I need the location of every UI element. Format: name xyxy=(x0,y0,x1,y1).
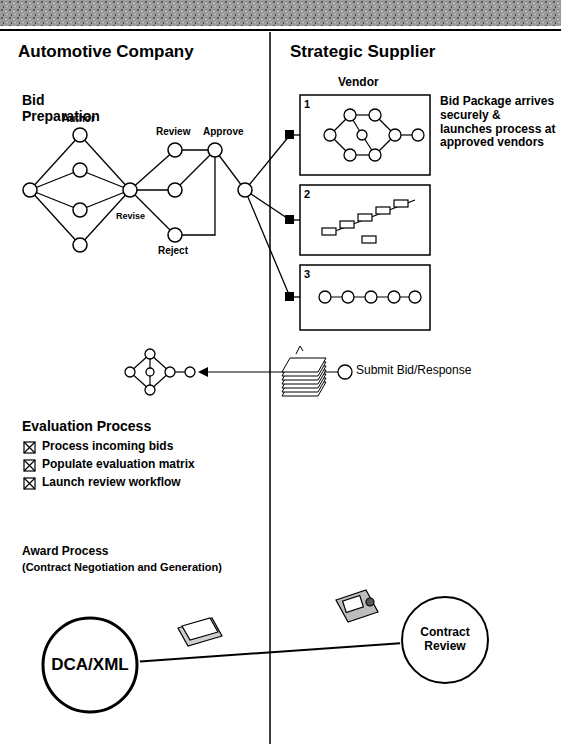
node-text: DCA/XML xyxy=(51,655,128,675)
step-label: Author xyxy=(62,113,95,125)
checklist-item: Launch review workflow xyxy=(42,476,181,490)
step-label: Revise xyxy=(116,211,145,221)
step-label: Approve xyxy=(203,126,244,138)
party-heading: Automotive Company xyxy=(18,42,194,62)
checklist-item: Process incoming bids xyxy=(42,440,173,454)
vendor-label: Vendor xyxy=(338,76,379,90)
phase-heading: Award Process xyxy=(22,545,109,559)
checklist-item: Populate evaluation matrix xyxy=(42,458,195,472)
connector xyxy=(140,643,400,661)
callout-number: 1 xyxy=(304,98,310,111)
phase-subheading: (Contract Negotiation and Generation) xyxy=(22,561,222,574)
phase-heading: Evaluation Process xyxy=(22,418,151,434)
callout-number: 3 xyxy=(304,268,310,281)
step-label: Review xyxy=(156,126,190,138)
callout-number: 2 xyxy=(304,188,310,201)
party-heading: Strategic Supplier xyxy=(290,42,435,62)
note-text: Bid Package arrives securely & launches … xyxy=(440,95,556,150)
step-label: Submit Bid/Response xyxy=(356,364,471,378)
node-text: Contract Review xyxy=(413,626,477,654)
header-band xyxy=(0,0,561,26)
circle-node: Contract Review xyxy=(400,595,490,685)
circle-node: DCA/XML xyxy=(40,615,140,715)
step-label: Reject xyxy=(158,245,188,257)
